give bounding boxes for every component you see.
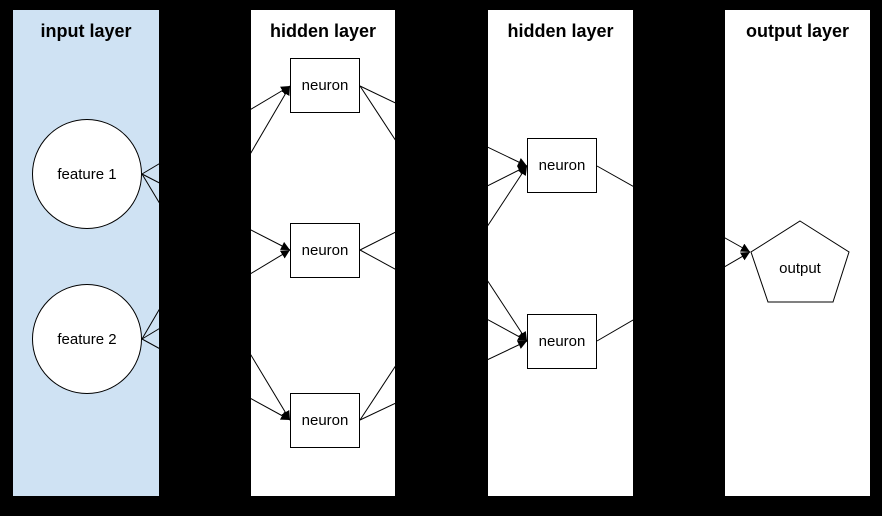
node-hidden1-neuron-3: neuron — [290, 393, 360, 448]
node-hidden1-neuron-1-label: neuron — [301, 77, 349, 94]
node-hidden2-neuron-2: neuron — [527, 314, 597, 369]
node-hidden1-neuron-2-label: neuron — [301, 242, 349, 259]
node-feature-1-label: feature 1 — [57, 165, 117, 183]
panel-hidden-layer-2: hidden layer — [488, 10, 633, 496]
hidden-layer-1-title: hidden layer — [269, 21, 377, 41]
node-hidden1-neuron-2: neuron — [290, 223, 360, 278]
node-hidden2-neuron-1-label: neuron — [538, 157, 586, 174]
node-hidden1-neuron-3-label: neuron — [301, 412, 349, 429]
node-output-label: output — [779, 260, 821, 277]
panel-input-layer: input layer — [13, 10, 159, 496]
node-feature-1: feature 1 — [32, 119, 142, 229]
node-hidden1-neuron-1: neuron — [290, 58, 360, 113]
input-layer-title: input layer — [40, 21, 132, 41]
node-output: output — [750, 220, 850, 303]
node-feature-2-label: feature 2 — [57, 330, 117, 348]
node-hidden2-neuron-1: neuron — [527, 138, 597, 193]
pentagon-shape — [750, 220, 850, 303]
node-hidden2-neuron-2-label: neuron — [538, 333, 586, 350]
node-feature-2: feature 2 — [32, 284, 142, 394]
output-layer-title: output layer — [745, 21, 849, 41]
hidden-layer-2-title: hidden layer — [507, 21, 614, 41]
